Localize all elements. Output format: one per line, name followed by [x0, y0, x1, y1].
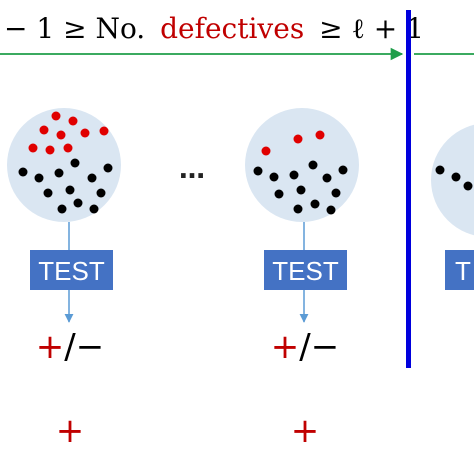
defective-dot: [39, 125, 49, 135]
nondefective-dot: [338, 165, 348, 175]
nondefective-dot: [308, 160, 318, 170]
pool-group-3: T: [431, 124, 474, 290]
nondefective-dot: [43, 188, 53, 198]
title-defectives: defectives: [160, 12, 304, 45]
nondefective-dot: [18, 167, 28, 177]
defective-dot: [99, 126, 109, 136]
result-plus-1: +: [56, 411, 85, 451]
test-label-2: TEST: [272, 256, 339, 286]
defective-dot: [261, 146, 271, 156]
defective-dot: [80, 128, 90, 138]
nondefective-dot: [87, 173, 97, 183]
nondefective-dot: [89, 204, 99, 214]
title-text: − 1 ≥ No. defectives ≥ ℓ + 1: [4, 12, 424, 45]
test-label-1: TEST: [38, 256, 105, 286]
defective-dot: [315, 130, 325, 140]
divider-bar: [406, 10, 411, 368]
defective-dot: [293, 134, 303, 144]
nondefective-dot: [70, 158, 80, 168]
pool-group-2: TEST +/− +: [245, 108, 359, 451]
outcome-minus-1: /−: [64, 327, 104, 367]
defective-dot: [45, 145, 55, 155]
nondefective-dot: [451, 172, 461, 182]
nondefective-dot: [463, 181, 473, 191]
test-box-1: [30, 250, 113, 290]
nondefective-dot: [331, 188, 341, 198]
nondefective-dot: [296, 185, 306, 195]
nondefective-dot: [65, 185, 75, 195]
ellipsis: …: [179, 155, 205, 185]
defective-dot: [63, 143, 73, 153]
nondefective-dot: [322, 173, 332, 183]
result-plus-2: +: [291, 411, 320, 451]
outcome-label-2: +/−: [271, 327, 339, 367]
nondefective-dot: [57, 204, 67, 214]
pool-dots-2: [253, 130, 348, 215]
defective-dot: [51, 111, 61, 121]
defective-dot: [28, 143, 38, 153]
nondefective-dot: [326, 205, 336, 215]
nondefective-dot: [253, 166, 263, 176]
nondefective-dot: [289, 170, 299, 180]
nondefective-dot: [54, 168, 64, 178]
test-box-3: [445, 250, 474, 290]
pool-circle-1: [7, 108, 121, 222]
outcome-plus-1: +: [36, 327, 65, 367]
nondefective-dot: [103, 163, 113, 173]
nondefective-dot: [274, 189, 284, 199]
defective-dot: [56, 130, 66, 140]
nondefective-dot: [73, 198, 83, 208]
pool-circle-3: [431, 124, 474, 236]
nondefective-dot: [34, 173, 44, 183]
nondefective-dot: [435, 165, 445, 175]
nondefective-dot: [96, 188, 106, 198]
outcome-minus-2: /−: [299, 327, 339, 367]
defective-dot: [68, 116, 78, 126]
title-left: − 1 ≥ No.: [4, 12, 145, 45]
outcome-label-1: +/−: [36, 327, 104, 367]
nondefective-dot: [293, 204, 303, 214]
test-label-3: T: [455, 256, 471, 286]
pool-circle-2: [245, 108, 359, 222]
outcome-plus-2: +: [271, 327, 300, 367]
nondefective-dot: [310, 199, 320, 209]
pool-group-1: TEST +/− +: [7, 108, 121, 451]
test-box-2: [264, 250, 347, 290]
pool-dots-1: [18, 111, 113, 214]
nondefective-dot: [269, 172, 279, 182]
